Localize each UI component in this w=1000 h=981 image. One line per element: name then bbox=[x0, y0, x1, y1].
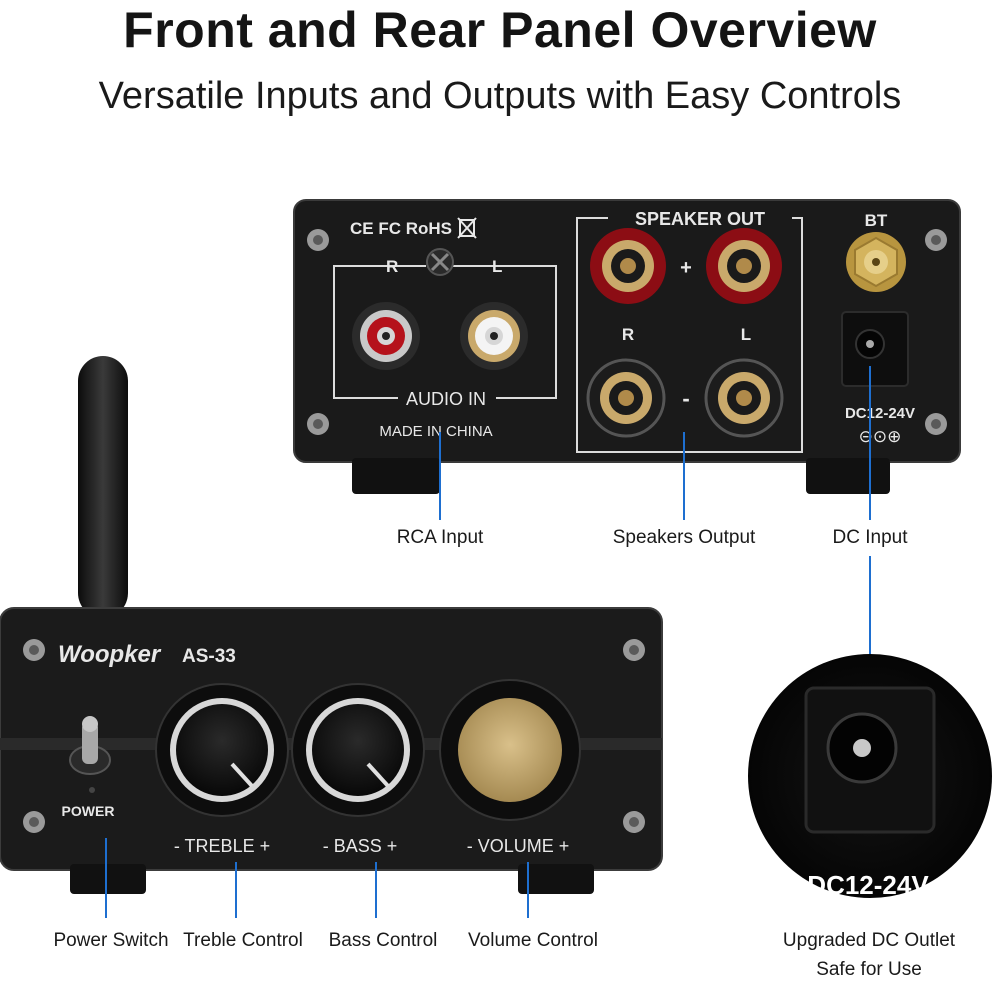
screw-icon bbox=[23, 639, 45, 661]
callout-dc-outlet-line2: Safe for Use bbox=[816, 959, 922, 980]
screw-icon bbox=[925, 229, 947, 251]
polarity-label: ⊝⊙⊕ bbox=[859, 427, 902, 446]
speaker-r-label: R bbox=[622, 325, 634, 344]
model-label: AS-33 bbox=[182, 646, 236, 667]
screw-icon bbox=[23, 811, 45, 833]
callout-volume-control: Volume Control bbox=[468, 930, 598, 951]
bass-knob[interactable] bbox=[291, 683, 425, 817]
speaker-l-label: L bbox=[741, 325, 751, 344]
audio-in-label: AUDIO IN bbox=[406, 389, 486, 409]
brand-logo: Woopker bbox=[58, 641, 162, 668]
power-led bbox=[89, 787, 95, 793]
callout-power-switch: Power Switch bbox=[53, 930, 169, 951]
speaker-terminal-r-minus bbox=[586, 358, 666, 438]
front-foot-right bbox=[518, 864, 594, 894]
rca-l-label: L bbox=[492, 257, 502, 276]
treble-knob[interactable] bbox=[155, 683, 289, 817]
callout-treble-control: Treble Control bbox=[183, 930, 303, 951]
speaker-terminal-r-plus bbox=[590, 228, 666, 304]
bt-antenna-connector bbox=[846, 232, 906, 292]
rear-foot-right bbox=[806, 458, 890, 494]
speaker-out-label: SPEAKER OUT bbox=[635, 209, 765, 229]
volume-knob[interactable] bbox=[439, 679, 581, 821]
page-subtitle: Versatile Inputs and Outputs with Easy C… bbox=[98, 75, 902, 117]
callout-speakers-output: Speakers Output bbox=[612, 527, 756, 548]
callout-dc-outlet-line1: Upgraded DC Outlet bbox=[782, 930, 956, 951]
screw-icon bbox=[623, 811, 645, 833]
rca-r-label: R bbox=[386, 257, 398, 276]
rca-jack-left-white bbox=[460, 302, 528, 370]
screw-icon bbox=[307, 229, 329, 251]
ground-screw-icon bbox=[426, 248, 454, 276]
bass-label: - BASS + bbox=[323, 836, 398, 856]
weee-bin-icon bbox=[457, 217, 477, 239]
rear-foot-left bbox=[352, 458, 440, 494]
callout-rca-input: RCA Input bbox=[396, 527, 484, 548]
dc-rating-label: DC12-24V bbox=[845, 405, 915, 422]
page-title: Front and Rear Panel Overview bbox=[123, 2, 877, 58]
dc-jack bbox=[841, 311, 909, 387]
bt-label: BT bbox=[865, 211, 888, 230]
power-label: POWER bbox=[62, 803, 115, 819]
volume-label: - VOLUME + bbox=[467, 836, 570, 856]
front-panel: Woopker AS-33 POWER - TREBLE + - BA bbox=[0, 607, 663, 894]
dc-outlet-zoom: DC12-24V bbox=[748, 654, 992, 900]
audio-in-frame bbox=[333, 265, 557, 399]
made-in-label: MADE IN CHINA bbox=[379, 423, 492, 440]
antenna bbox=[78, 356, 128, 618]
plus-label: + bbox=[680, 257, 692, 279]
screw-icon bbox=[925, 413, 947, 435]
screw-icon bbox=[623, 639, 645, 661]
treble-label: - TREBLE + bbox=[174, 836, 270, 856]
callout-dc-input: DC Input bbox=[832, 527, 908, 548]
certification-marks: CE FC RoHS bbox=[350, 219, 452, 238]
rca-jack-right-red bbox=[352, 302, 420, 370]
zoom-dc-rating: DC12-24V bbox=[807, 870, 929, 900]
rear-panel: CE FC RoHS R L AUDIO IN MADE IN CHINA SP… bbox=[293, 199, 961, 494]
speaker-terminal-l-minus bbox=[704, 358, 784, 438]
power-switch[interactable] bbox=[69, 716, 111, 775]
screw-icon bbox=[307, 413, 329, 435]
speaker-out-frame bbox=[576, 217, 803, 453]
front-foot-left bbox=[70, 864, 146, 894]
speaker-terminal-l-plus bbox=[706, 228, 782, 304]
callout-bass-control: Bass Control bbox=[328, 930, 438, 951]
minus-label: - bbox=[682, 386, 689, 411]
